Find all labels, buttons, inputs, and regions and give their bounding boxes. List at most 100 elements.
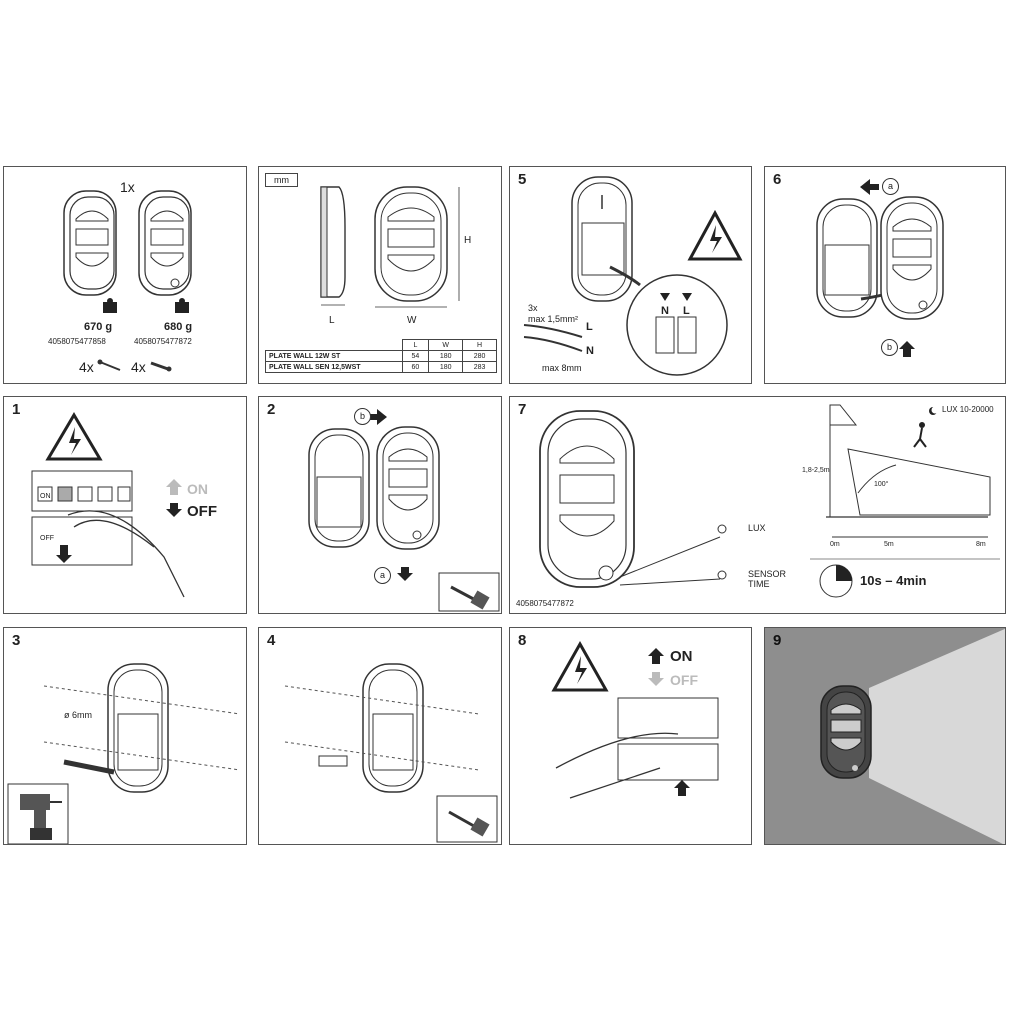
- distance-8: 8m: [976, 541, 986, 548]
- off-label: OFF: [187, 503, 217, 520]
- drill-icon: [20, 794, 62, 840]
- arrow-up-icon: [674, 780, 690, 796]
- screwdriver-icon: [450, 585, 490, 610]
- arrow-down-icon: [56, 545, 72, 563]
- table-header: H: [462, 339, 497, 351]
- moon-icon: [929, 406, 939, 415]
- electric-warning-icon: [551, 640, 609, 692]
- remove-cover-drawing: [308, 409, 500, 612]
- sensor-label: SENSOR: [748, 569, 787, 579]
- unit-box: mm: [265, 173, 298, 187]
- marker-a: a: [882, 178, 899, 195]
- screwdriver-icon: [448, 810, 490, 837]
- step-number: 8: [518, 632, 527, 649]
- switch-off-drawing: [31, 412, 185, 598]
- weight-icon: [175, 298, 189, 313]
- arrow-down-icon: [397, 567, 413, 581]
- step-number: 5: [518, 171, 527, 188]
- strip-length: max 8mm: [542, 363, 582, 373]
- terminal-l: L: [683, 305, 690, 317]
- panel-step-8: 8 ON OFF: [509, 627, 752, 845]
- step-number: 1: [12, 401, 21, 418]
- lamp-variants-drawing: [63, 190, 192, 372]
- switch-on-drawing: [551, 640, 719, 799]
- marker-b: b: [881, 339, 898, 356]
- table-header: W: [428, 339, 464, 351]
- screw-icon: [97, 359, 121, 371]
- lamp-in-use-drawing: [820, 628, 1005, 844]
- panel-step-6: 6 a b: [764, 166, 1006, 384]
- arrow-down-icon: [166, 503, 182, 517]
- arrow-down-icon: [648, 672, 664, 686]
- distance-5: 5m: [884, 541, 894, 548]
- terminal-n: N: [661, 305, 669, 317]
- arrow-left-icon: [860, 179, 879, 195]
- mount-height: 1,8-2,5m: [802, 467, 830, 474]
- dimensions-table: L W H PLATE WALL 12W ST 54 180 280 PLATE…: [265, 339, 497, 373]
- table-header: L: [401, 339, 430, 351]
- code-b: 4058075477872: [134, 337, 192, 346]
- marker-a: a: [374, 567, 391, 584]
- weight-a: 670 g: [84, 321, 113, 333]
- panel-contents: 1x 670 g 4058075477858 680 g 40580754778…: [3, 166, 247, 384]
- code-a: 4058075477858: [48, 337, 106, 346]
- distance-0: 0m: [830, 541, 840, 548]
- mounting-drawing: [816, 179, 944, 357]
- arrow-up-icon: [166, 479, 182, 495]
- electric-warning-icon: [687, 209, 743, 261]
- drill-diameter: ø 6mm: [64, 710, 92, 720]
- switch-off-small: OFF: [40, 535, 54, 542]
- step-number: 2: [267, 401, 276, 418]
- product-code: 4058075477872: [516, 599, 574, 608]
- plugs-count: 4x: [131, 359, 146, 375]
- wire-n-label: N: [586, 345, 594, 357]
- lux-label: LUX: [748, 523, 766, 533]
- marker-b: b: [354, 408, 371, 425]
- wall-plug-icon: [150, 361, 172, 372]
- panel-step-9: 9: [764, 627, 1006, 845]
- step-number: 4: [267, 632, 276, 649]
- time-knob-icon: [717, 570, 727, 580]
- panel-step-2: 2 b a: [258, 396, 502, 614]
- screws-count: 4x: [79, 359, 94, 375]
- arrow-up-icon: [899, 341, 915, 357]
- panel-dimensions: mm L W H L W H PLATE WALL 12W ST 54 180 …: [258, 166, 502, 384]
- dim-label-w: W: [407, 315, 417, 326]
- step-number: 6: [773, 171, 782, 188]
- detection-angle: 100°: [874, 481, 889, 488]
- on-label: ON: [670, 648, 693, 665]
- dimension-drawing: [320, 186, 460, 308]
- quantity-label: 1x: [120, 179, 135, 195]
- time-label: TIME: [748, 579, 770, 589]
- cable-spec: max 1,5mm²: [528, 314, 579, 324]
- step-number: 9: [773, 632, 782, 649]
- panel-step-3: 3 ø 6mm: [3, 627, 247, 845]
- panel-step-4: 4: [258, 627, 502, 845]
- fixing-drawing: [284, 663, 498, 843]
- drilling-drawing: [7, 663, 241, 844]
- step-number: 3: [12, 632, 21, 649]
- dim-label-l: L: [329, 315, 335, 326]
- wire-l-label: L: [586, 321, 593, 333]
- panel-step-7: 7 4058075477872 LU: [509, 396, 1006, 614]
- arrow-right-icon: [369, 409, 387, 425]
- weight-b: 680 g: [164, 321, 193, 333]
- timer-icon: [819, 564, 853, 598]
- sensor-settings-drawing: [539, 404, 1000, 598]
- electric-warning-icon: [45, 412, 103, 461]
- weight-icon: [103, 298, 117, 313]
- panel-step-1: 1 ON OFF ON OFF: [3, 396, 247, 614]
- lux-knob-icon: [717, 524, 727, 534]
- panel-step-5: 5 N L 3x max 1,5mm² L N max 8mm: [509, 166, 752, 384]
- off-label: OFF: [670, 672, 698, 688]
- switch-on-small: ON: [40, 493, 51, 500]
- table-row: PLATE WALL 12W ST 54 180 280: [265, 350, 497, 362]
- person-walking-icon: [913, 422, 927, 448]
- timer-range: 10s – 4min: [860, 573, 927, 588]
- table-row: PLATE WALL SEN 12,5WST 60 180 283: [265, 361, 497, 373]
- lux-range: LUX 10-20000: [942, 405, 994, 414]
- wiring-drawing: [523, 176, 743, 376]
- dim-label-h: H: [464, 235, 472, 246]
- arrow-up-icon: [648, 648, 664, 664]
- on-label: ON: [187, 481, 208, 497]
